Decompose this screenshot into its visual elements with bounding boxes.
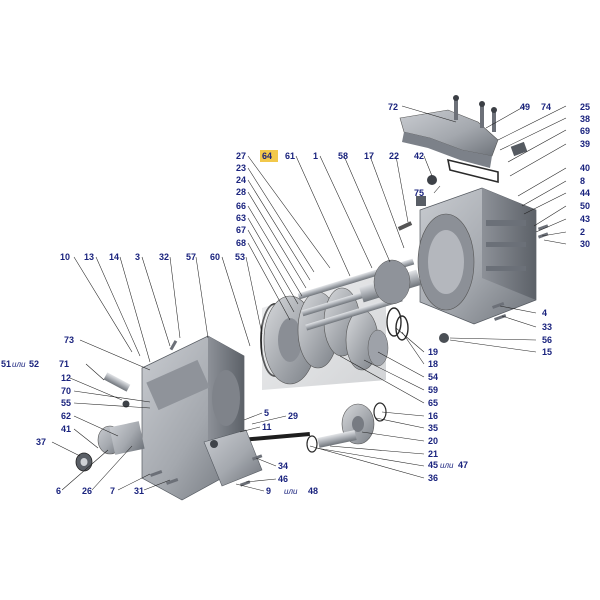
callout-31: 31 — [134, 486, 144, 496]
callout-45: 45 — [428, 460, 438, 470]
callout-40: 40 — [580, 163, 590, 173]
callout-35: 35 — [428, 423, 438, 433]
callout-13: 13 — [84, 252, 94, 262]
rear-housing-part — [416, 187, 537, 325]
callout-47: 47 — [458, 460, 468, 470]
callout-27: 27 — [236, 151, 246, 161]
callout-5: 5 — [264, 408, 269, 418]
callout-52: 52 — [29, 359, 39, 369]
callout-43: 43 — [580, 214, 590, 224]
callout-60: 60 — [210, 252, 220, 262]
callout-20: 20 — [428, 436, 438, 446]
callout-15: 15 — [542, 347, 552, 357]
callout-49: 49 — [520, 102, 530, 112]
callout-56: 56 — [542, 335, 552, 345]
sensor-part — [103, 372, 131, 392]
washer-part — [122, 400, 130, 408]
bolt-22-part — [397, 221, 413, 231]
alt-ili-51-52: или — [12, 360, 26, 369]
gear-cluster-part — [260, 258, 422, 390]
input-cover-part — [75, 421, 145, 472]
callout-44: 44 — [580, 188, 590, 198]
callout-16: 16 — [428, 411, 438, 421]
callout-72: 72 — [388, 102, 398, 112]
callout-11: 11 — [262, 422, 272, 432]
callout-32: 32 — [159, 252, 169, 262]
callout-64-highlighted: 64 — [262, 151, 272, 161]
callout-30: 30 — [580, 239, 590, 249]
callout-53: 53 — [235, 252, 245, 262]
callout-69: 69 — [580, 126, 590, 136]
callout-74: 74 — [541, 102, 551, 112]
callout-19: 19 — [428, 347, 438, 357]
callout-28: 28 — [236, 187, 246, 197]
alt-ili-9-48: или — [284, 487, 298, 496]
front-housing-part — [141, 335, 263, 501]
bolts-part — [150, 224, 549, 487]
callout-7: 7 — [110, 486, 115, 496]
callout-24: 24 — [236, 175, 246, 185]
callout-18: 18 — [428, 359, 438, 369]
snap-ring-part — [386, 307, 402, 337]
callout-12: 12 — [61, 373, 71, 383]
callout-3: 3 — [135, 252, 140, 262]
callout-34: 34 — [278, 461, 288, 471]
leader-lines — [51, 105, 567, 492]
callout-46: 46 — [278, 474, 288, 484]
plug-42-part — [427, 175, 437, 185]
callout-9: 9 — [266, 486, 271, 496]
callout-23: 23 — [236, 163, 246, 173]
parts-artwork — [75, 95, 549, 501]
callout-33: 33 — [542, 322, 552, 332]
gasket-part — [446, 158, 499, 184]
callout-67: 67 — [236, 225, 246, 235]
callout-10: 10 — [60, 252, 70, 262]
callout-51: 51 — [1, 359, 11, 369]
callout-48: 48 — [308, 486, 318, 496]
callout-57: 57 — [186, 252, 196, 262]
callout-29: 29 — [288, 411, 298, 421]
callout-75: 75 — [414, 188, 424, 198]
plug-15-part — [439, 333, 449, 343]
callout-22: 22 — [389, 151, 399, 161]
callout-42: 42 — [414, 151, 424, 161]
shift-bracket-part — [399, 95, 528, 168]
callout-2: 2 — [580, 227, 585, 237]
callout-21: 21 — [428, 449, 438, 459]
callout-58: 58 — [338, 151, 348, 161]
callout-50: 50 — [580, 201, 590, 211]
callout-65: 65 — [428, 398, 438, 408]
callout-63: 63 — [236, 213, 246, 223]
callout-59: 59 — [428, 385, 438, 395]
callout-61: 61 — [285, 151, 295, 161]
callout-36: 36 — [428, 473, 438, 483]
callout-39: 39 — [580, 139, 590, 149]
callout-54: 54 — [428, 372, 438, 382]
callout-62: 62 — [61, 411, 71, 421]
callout-6: 6 — [56, 486, 61, 496]
callout-41: 41 — [61, 424, 71, 434]
callout-70: 70 — [61, 386, 71, 396]
callout-26: 26 — [82, 486, 92, 496]
alt-ili-45-47: или — [440, 461, 454, 470]
callout-25: 25 — [580, 102, 590, 112]
callout-68: 68 — [236, 238, 246, 248]
callout-8: 8 — [580, 176, 585, 186]
callout-14: 14 — [109, 252, 119, 262]
part-labels: 72 49 74 25 38 69 39 27 64 61 1 58 17 22… — [1, 102, 590, 496]
callout-1: 1 — [313, 151, 318, 161]
callout-37: 37 — [36, 437, 46, 447]
callout-38: 38 — [580, 114, 590, 124]
reverse-gear-part — [306, 402, 387, 453]
callout-73: 73 — [64, 335, 74, 345]
callout-71: 71 — [59, 359, 69, 369]
callout-4: 4 — [542, 308, 547, 318]
callout-66: 66 — [236, 201, 246, 211]
callout-17: 17 — [364, 151, 374, 161]
highlight-64-marker — [260, 150, 278, 162]
callout-55: 55 — [61, 398, 71, 408]
